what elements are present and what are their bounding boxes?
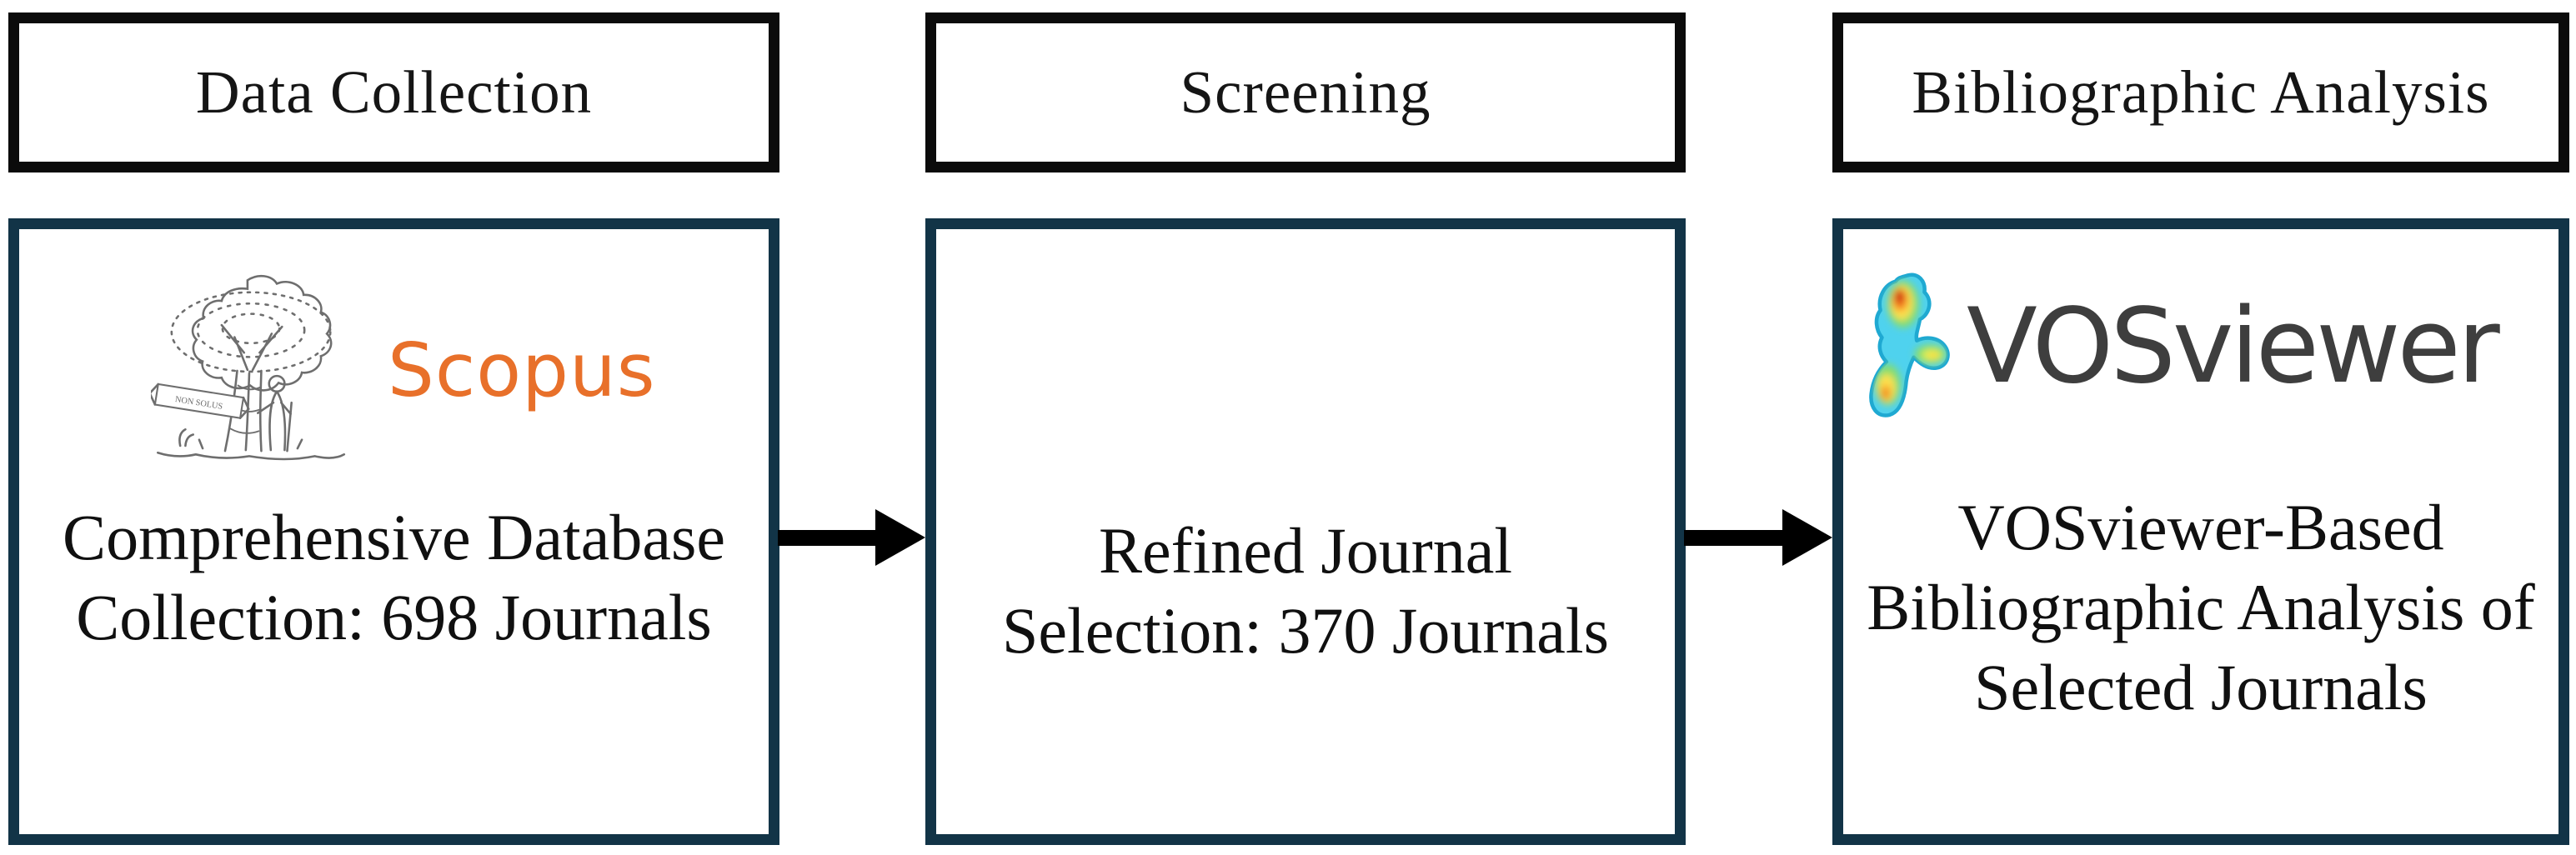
header-box-bibliographic-analysis: Bibliographic Analysis	[1832, 12, 2569, 172]
arrow-screening-to-analysis	[1684, 530, 1784, 546]
arrow-data-to-screening	[778, 530, 877, 546]
panel-screening: Refined Journal Selection: 370 Journals	[925, 218, 1686, 845]
header-label: Data Collection	[195, 58, 593, 126]
scopus-wordmark: Scopus	[388, 328, 656, 413]
arrow-head-icon	[875, 509, 925, 566]
stage-body-text: Refined Journal Selection: 370 Journals	[1002, 514, 1609, 667]
arrow-head-icon	[1782, 509, 1832, 566]
panel-bibliographic-analysis: VOSviewer VOSviewer-Based Bibliographic …	[1832, 218, 2569, 845]
elsevier-tree-icon: NON SOLUS	[151, 274, 346, 461]
vosviewer-heatmap-blob-icon	[1869, 272, 1950, 418]
header-box-data-collection: Data Collection	[8, 12, 779, 172]
stage-body-text: VOSviewer-Based Bibliographic Analysis o…	[1867, 491, 2535, 723]
header-label: Screening	[1180, 58, 1431, 126]
header-label: Bibliographic Analysis	[1912, 58, 2490, 126]
vosviewer-wordmark: VOSviewer	[1967, 287, 2500, 407]
panel-data-collection: NON SOLUS Scopus Comprehensive Database …	[8, 218, 779, 845]
header-box-screening: Screening	[925, 12, 1686, 172]
stage-body-text: Comprehensive Database Collection: 698 J…	[63, 501, 725, 653]
